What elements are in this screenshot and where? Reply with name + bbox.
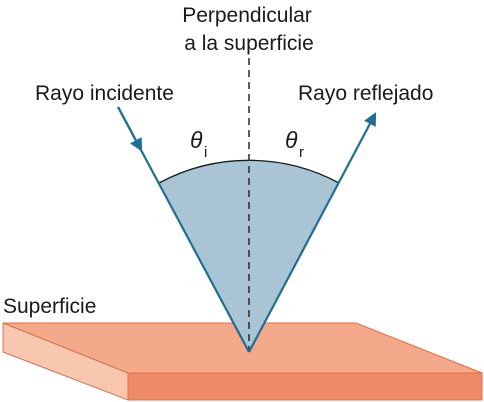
reflected-ray-label: Rayo reflejado	[298, 82, 433, 105]
reflection-angle-symbol: θ	[285, 127, 298, 153]
surface-front-face	[127, 372, 483, 401]
reflected-ray	[248, 112, 377, 353]
incidence-angle-subscript: i	[204, 144, 207, 161]
surface-slab	[2, 322, 483, 401]
incident-ray-label: Rayo incidente	[35, 82, 174, 105]
incidence-angle-symbol: θ	[190, 127, 203, 153]
reflection-angle-subscript: r	[299, 144, 304, 161]
incident-ray-arrow	[117, 106, 143, 152]
normal-label-line1: Perpendicular	[182, 4, 312, 27]
normal-label-line2: a la superficie	[184, 32, 314, 55]
surface-label: Superficie	[3, 295, 96, 318]
